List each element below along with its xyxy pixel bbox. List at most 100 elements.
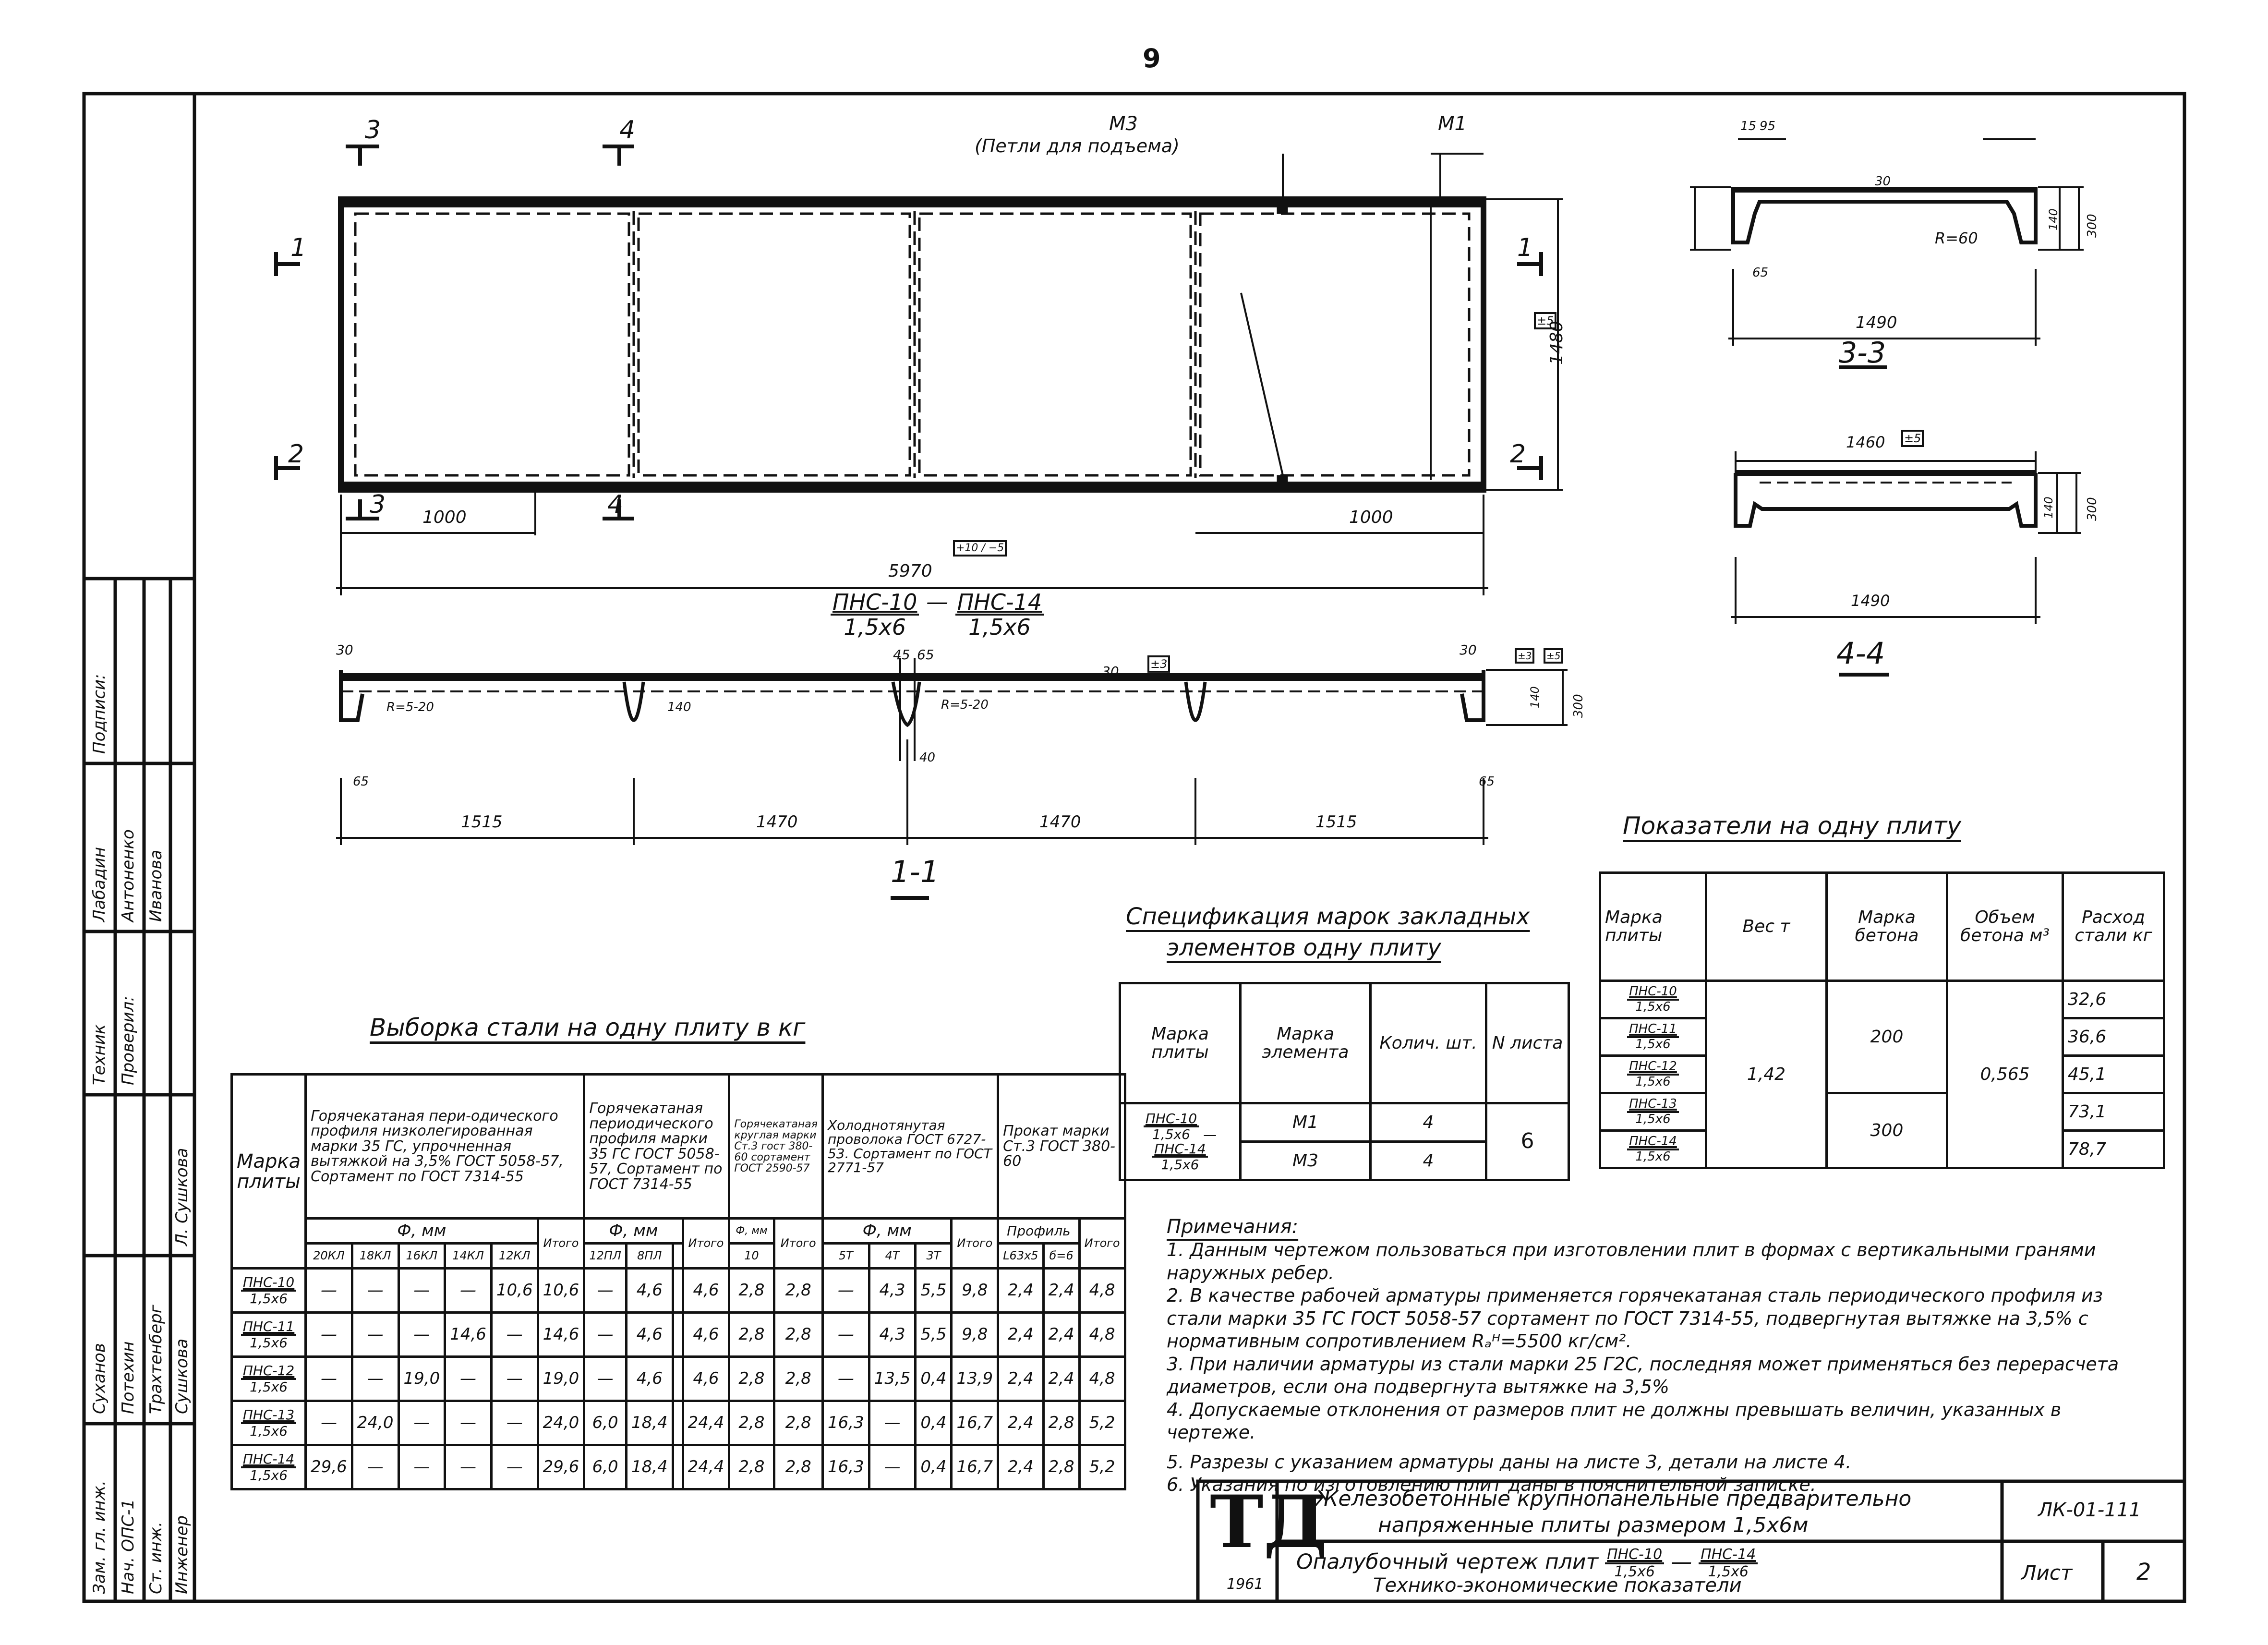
- indicators-title: Показатели на одну плиту: [1623, 812, 1961, 840]
- steel-cell: —: [490, 1311, 539, 1358]
- steel-cell: 2,4: [1042, 1267, 1081, 1314]
- steel-cell: 2,8: [728, 1267, 775, 1314]
- steel-cell: 4,8: [1078, 1311, 1126, 1358]
- steel-cell: 2,8: [772, 1267, 824, 1314]
- steel-row-mark-den: 1,5х6: [250, 1379, 288, 1395]
- stamp-role-4: Инженер: [172, 1515, 192, 1594]
- ind-mark-den: 1,5х6: [1635, 1037, 1671, 1052]
- s33-label: 3-3: [1839, 336, 1886, 370]
- s11-d300: 300: [1571, 694, 1586, 718]
- steel-cell: 4,8: [1078, 1355, 1126, 1402]
- steel-cell: —: [444, 1400, 493, 1446]
- stamp-name2-1: Лабадин: [90, 847, 109, 922]
- steel-cell: 2,8: [728, 1355, 775, 1402]
- steel-table: Марка плиты Горячекатаная пери-одическог…: [230, 1073, 1126, 1490]
- ind-mark-num: ПНС-10: [1627, 985, 1679, 1001]
- s11-d140: 140: [667, 700, 691, 714]
- title-f1-den: 1,5х6: [1614, 1563, 1655, 1580]
- steel-cell: 29,6: [304, 1444, 353, 1490]
- s11-d45: 45: [893, 647, 910, 663]
- title-line-1: Железобетонные крупнопанельные предварит…: [1315, 1487, 1912, 1511]
- section-mark-1-left: 1: [290, 233, 307, 262]
- steel-subhead-sub3-0: 10: [728, 1242, 775, 1270]
- spec-h-qty: Колич. шт.: [1369, 982, 1487, 1104]
- plan-title-right-num: ПНС-14: [955, 591, 1044, 616]
- s33-r60: R=60: [1935, 229, 1978, 247]
- steel-row-mark-num: ПНС-10: [241, 1275, 297, 1292]
- steel-cell: —: [490, 1400, 539, 1446]
- steel-cell: 6,0: [583, 1444, 627, 1490]
- steel-cell: 16,7: [950, 1400, 1000, 1446]
- s44-d140: 140: [2042, 496, 2055, 519]
- title-logo: ТД: [1210, 1480, 1327, 1564]
- section-mark-3-bottom: 3: [370, 490, 386, 519]
- notes: Примечания: 1. Данным чертежом пользоват…: [1167, 1215, 2156, 1497]
- steel-cell: 5,5: [914, 1267, 953, 1314]
- ind-concrete-200: 200: [1825, 980, 1948, 1094]
- s44-tol: ±5: [1901, 430, 1924, 447]
- title-line-3a: Опалубочный чертеж плит: [1296, 1549, 1599, 1574]
- stamp-signer: Л. Сушкова: [172, 1148, 192, 1246]
- steel-cell: —: [583, 1311, 627, 1358]
- steel-cell: 18,4: [625, 1444, 674, 1490]
- steel-cell: —: [350, 1311, 400, 1358]
- steel-cell: —: [490, 1444, 539, 1490]
- callout-m3-note: (Петли для подъема): [975, 135, 1180, 157]
- steel-cell: —: [304, 1355, 353, 1402]
- plan-title-left-den: 1,5х6: [844, 614, 906, 641]
- plan-title-left-num: ПНС-10: [831, 591, 919, 616]
- steel-group-1: Горячекатаная пери-одического профиля ни…: [304, 1073, 586, 1220]
- ind-mark-num: ПНС-12: [1627, 1060, 1679, 1076]
- section-3-3-view: [1690, 138, 2084, 369]
- steel-cell: 2,4: [997, 1267, 1045, 1314]
- s11-d30-left: 30: [336, 642, 353, 658]
- stamp-name2-3: Иванова: [146, 849, 166, 922]
- steel-cell: [671, 1311, 684, 1358]
- steel-cell: 13,9: [950, 1355, 1000, 1402]
- steel-cell: —: [304, 1400, 353, 1446]
- s44-d300: 300: [2085, 497, 2099, 521]
- s11-d65: 65: [917, 647, 934, 663]
- steel-cell: 2,4: [997, 1355, 1045, 1402]
- ind-mark-num: ПНС-11: [1627, 1022, 1679, 1038]
- tol-5970: +10 / −5: [953, 540, 1007, 556]
- s11-dim-3: 1470: [1039, 812, 1081, 832]
- ind-steel: 32,6: [2062, 980, 2165, 1019]
- steel-row-mark-den: 1,5х6: [250, 1334, 288, 1351]
- plan-title-dash: —: [926, 589, 949, 615]
- steel-cell: —: [304, 1267, 353, 1314]
- steel-cell: —: [821, 1311, 870, 1358]
- steel-itogo-2: Итого: [681, 1217, 731, 1270]
- stamp-sign-head: Подписи:: [90, 674, 109, 754]
- steel-cell: 4,3: [868, 1311, 917, 1358]
- ind-steel: 45,1: [2062, 1054, 2165, 1094]
- steel-cell: —: [444, 1444, 493, 1490]
- spec-m1: М1: [1239, 1102, 1372, 1143]
- section-mark-4-bottom: 4: [607, 490, 624, 519]
- steel-cell: 2,4: [997, 1311, 1045, 1358]
- steel-cell: [671, 1267, 684, 1314]
- spec-q2: 4: [1369, 1140, 1487, 1181]
- steel-cell: —: [444, 1267, 493, 1314]
- stamp-name-4: Сушкова: [172, 1338, 192, 1414]
- steel-row-mark-num: ПНС-14: [241, 1452, 297, 1468]
- steel-phi-3: Ф, мм: [728, 1217, 775, 1245]
- steel-subhead-sub1-3: 14КЛ: [444, 1242, 493, 1270]
- spec-sheet-no: 6: [1485, 1102, 1570, 1181]
- s33-d30: 30: [1875, 174, 1891, 189]
- steel-cell: 4,6: [681, 1311, 731, 1358]
- s11-tol-r2: ±5: [1544, 648, 1564, 664]
- steel-cell: 2,8: [728, 1400, 775, 1446]
- stamp-role2-1: Техник: [90, 1024, 109, 1085]
- steel-cell: 2,8: [772, 1355, 824, 1402]
- title-f1-num: ПНС-10: [1605, 1547, 1665, 1564]
- steel-cell: —: [350, 1267, 400, 1314]
- steel-cell: 18,4: [625, 1400, 674, 1446]
- steel-cell: 0,4: [914, 1400, 953, 1446]
